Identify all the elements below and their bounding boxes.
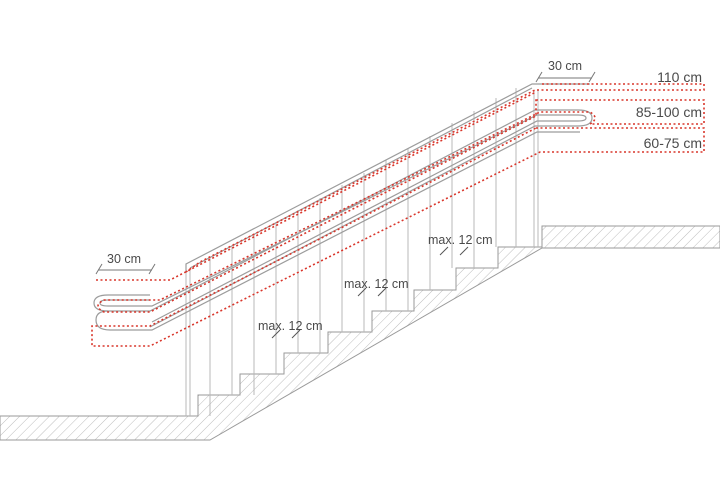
label-height-85-100: 85-100 cm xyxy=(636,104,702,120)
dimension-bottom xyxy=(95,263,156,275)
label-gap-middle: max. 12 cm xyxy=(344,277,409,291)
balusters xyxy=(185,88,539,416)
label-bottom-width: 30 cm xyxy=(107,252,141,266)
gap-ticks xyxy=(271,246,469,339)
height-zones xyxy=(91,83,705,347)
label-height-110: 110 cm xyxy=(657,69,702,85)
zone-110 xyxy=(185,83,705,273)
label-top-width: 30 cm xyxy=(548,59,582,73)
lower-handrail xyxy=(95,131,580,331)
dimension-top xyxy=(535,71,596,83)
zone-60-75 xyxy=(91,127,705,347)
label-gap-upper: max. 12 cm xyxy=(428,233,493,247)
top-handrail xyxy=(185,83,590,272)
label-height-60-75: 60-75 cm xyxy=(644,135,702,151)
label-gap-lower: max. 12 cm xyxy=(258,319,323,333)
stair-ground-mass xyxy=(0,225,720,441)
zone-85-100 xyxy=(97,99,705,313)
